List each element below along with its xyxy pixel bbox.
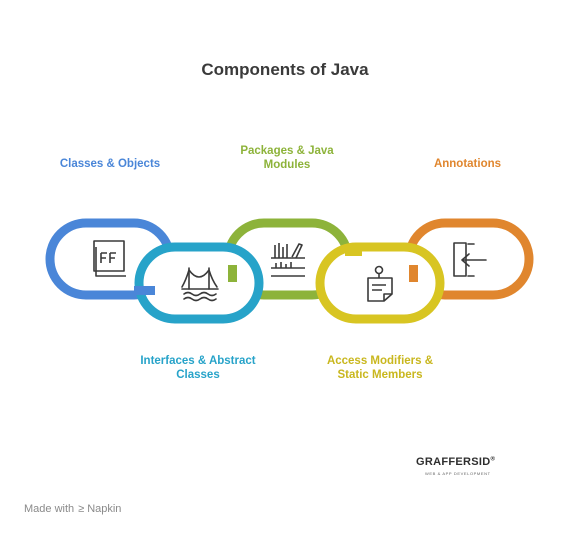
- brand-mark: ®: [490, 456, 496, 463]
- brand-logo: GRAFFERSID®: [416, 456, 495, 468]
- label-classes-objects: Classes & Objects: [59, 158, 161, 170]
- made-with-text: Made with: [24, 503, 75, 515]
- label-access-modifiers: Access Modifiers & Static Members: [326, 355, 434, 381]
- napkin-logo-icon: ≥: [78, 503, 85, 515]
- bookshelf-icon: [271, 243, 305, 277]
- label-packages-modules: Packages & Java Modules: [240, 145, 334, 171]
- napkin-link[interactable]: Napkin: [87, 503, 122, 515]
- chain-link-interfaces: [134, 242, 264, 324]
- diagram-title: Components of Java: [201, 60, 369, 79]
- brand-tagline: WEB & APP DEVELOPMENT: [425, 471, 491, 476]
- document-pin-icon: [367, 265, 393, 302]
- brand-name: GRAFFERSID: [416, 456, 491, 468]
- bridge-icon: [181, 267, 219, 302]
- chain-link-access: [315, 242, 445, 324]
- class-diagram-icon: [93, 240, 126, 277]
- label-annotations: Annotations: [433, 158, 502, 170]
- label-interfaces-abstract: Interfaces & Abstract Classes: [140, 355, 256, 381]
- made-with-footer[interactable]: Made with≥Napkin: [24, 503, 121, 515]
- entrance-icon: [453, 242, 487, 277]
